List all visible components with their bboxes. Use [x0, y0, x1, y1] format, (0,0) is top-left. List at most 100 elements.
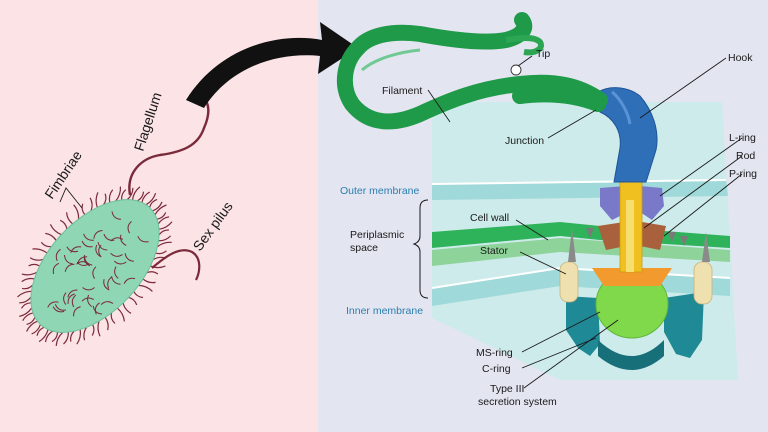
cytoplasm-squiggle [110, 237, 124, 242]
fimbria-hair [44, 330, 53, 343]
fimbria-hair [59, 219, 68, 230]
fimbria-hair [158, 221, 173, 230]
cytoplasm-squiggle [98, 244, 102, 258]
cytoplasm-squiggle [124, 253, 134, 262]
fimbria-hair [150, 265, 166, 269]
fimbria-hair [29, 257, 44, 261]
cytoplasm-squiggle [83, 233, 94, 241]
cytoplasm-squiggle [107, 276, 113, 289]
fimbria-hair [149, 198, 158, 208]
fimbria-hair [21, 284, 34, 290]
peg-1 [586, 228, 594, 238]
fimbria-hair [154, 204, 167, 215]
cytoplasm-squiggle [100, 301, 114, 305]
cytoplasm-squiggle [83, 254, 91, 267]
fimbria-hair [157, 241, 172, 248]
fimbria-hair [81, 203, 86, 215]
cytoplasm-squiggle [77, 256, 88, 265]
fimbria-hair [26, 317, 36, 325]
type3-label-line2: secretion system [478, 396, 557, 408]
type3-leader [523, 319, 619, 389]
cytoplasm-squiggle [82, 287, 95, 291]
cytoplasm-squiggle [81, 240, 93, 248]
filament-highlight [361, 48, 421, 72]
outer-membrane-highlight [431, 179, 727, 185]
cytoplasm-squiggle [103, 279, 110, 291]
ms-ring-leader [521, 311, 601, 353]
fimbria-hair [89, 197, 93, 212]
inner-membrane-label: Inner membrane [346, 305, 423, 317]
fimbria-hair [110, 312, 116, 324]
cytoplasm-squiggle [111, 211, 122, 220]
cytoplasm-squiggle [92, 266, 97, 279]
l-ring-leader [659, 137, 743, 197]
c-ring-left [566, 296, 600, 356]
cytoplasm-squiggle [113, 260, 127, 265]
fimbria-hair [51, 332, 59, 343]
cytoplasm-squiggle [73, 306, 81, 317]
fimbria-hair [117, 307, 125, 322]
fimbria-hair [146, 271, 159, 275]
cytoplasm-squiggle [97, 242, 108, 251]
fimbria-hair [73, 204, 80, 220]
periplasmic-label-line1: Periplasmic [350, 229, 404, 241]
cytoplasm-squiggle [71, 294, 77, 308]
left-panel-background [0, 0, 318, 432]
cytoplasm-squiggle [92, 305, 103, 315]
p-ring-label: P-ring [729, 168, 757, 180]
cytoplasm-squiggle [94, 302, 100, 315]
cytoplasm-squiggle [64, 263, 75, 272]
fimbria-hair [152, 201, 163, 212]
cytoplasm-squiggle [120, 234, 127, 246]
fimbria-hair [31, 324, 41, 335]
fimbria-hair [36, 326, 45, 336]
stator-label: Stator [480, 245, 509, 257]
filament-leader [427, 89, 451, 123]
type3-label-line1: Type III [490, 383, 524, 395]
p-ring-left [598, 222, 626, 250]
fimbria-hair [95, 192, 99, 208]
fimbria-hair [156, 212, 167, 220]
tip-marker [510, 64, 522, 76]
fimbria-hair [26, 320, 38, 332]
cytoplasm-squiggle [87, 294, 93, 308]
fimbria-hair [128, 296, 138, 306]
cell-wall-label: Cell wall [470, 212, 509, 224]
fimbria-hair [142, 278, 156, 284]
fimbria-hair [21, 277, 35, 283]
rotor-disc [592, 268, 672, 286]
fimbria-hair [28, 263, 40, 267]
cytoplasm-squiggle [55, 248, 61, 261]
fimbria-hair [137, 191, 145, 202]
fimbria-hair [20, 302, 32, 309]
cytoplasm-squiggle [54, 304, 66, 311]
peg-3 [680, 236, 688, 246]
fimbria-hair [126, 187, 134, 201]
cytoplasm-squiggle [95, 244, 101, 257]
fimbria-hair [103, 193, 107, 205]
hook-label: Hook [728, 52, 753, 64]
fimbria-hair [40, 241, 52, 248]
junction-label: Junction [505, 135, 544, 147]
stator-left [559, 261, 579, 303]
c-ring-label: C-ring [482, 363, 511, 375]
p-ring-leader [663, 173, 743, 237]
fimbria-hair [49, 224, 62, 236]
fimbria-hair [131, 186, 141, 200]
hook [597, 87, 658, 183]
cytoplasm-squiggle [127, 221, 132, 234]
fimbria-hair [158, 235, 172, 242]
zoom-arrow [186, 22, 358, 108]
tip-label: Tip [536, 48, 550, 60]
cytoplasm-squiggle [64, 254, 73, 265]
fimbria-hair [32, 248, 48, 254]
c-ring-bottom [598, 340, 664, 370]
stator-spike-left [568, 228, 576, 262]
rod-label: Rod [736, 150, 755, 162]
fimbria-hair [115, 186, 122, 202]
cytoplasm-squiggle [114, 266, 119, 279]
cytoplasm-squiggle [52, 262, 60, 275]
fimbria-hair [83, 327, 87, 341]
hook-leader [639, 57, 727, 119]
cytoplasm-squiggles [47, 211, 149, 317]
